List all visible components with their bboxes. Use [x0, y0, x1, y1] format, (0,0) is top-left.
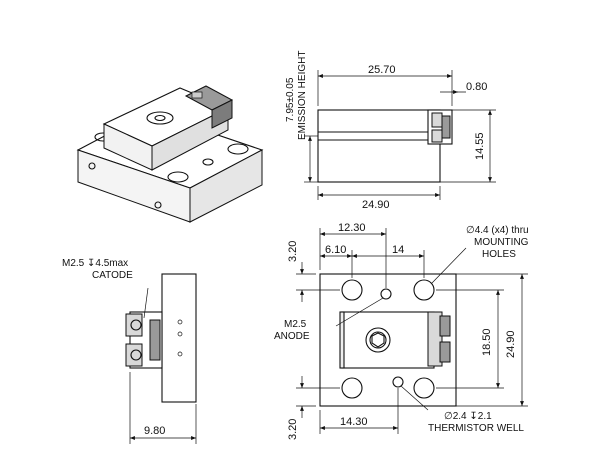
- height-side-label: 14.55: [474, 132, 486, 160]
- side-view: 25.70 0.80 14.55 24.90 7.95±0.05 EMISSIO…: [285, 51, 496, 211]
- mounting-holes-line2: MOUNTING: [474, 237, 529, 248]
- depth-total-label: 24.90: [505, 330, 517, 358]
- emission-height-value: 7.95±0.05: [285, 77, 296, 122]
- hole-x1-label: 12.30: [338, 222, 366, 234]
- edge-top-label: 3.20: [287, 241, 299, 262]
- anode-line2: ANODE: [274, 331, 310, 342]
- thermistor-line2: THERMISTOR WELL: [428, 423, 524, 434]
- width-bottom-label: 24.90: [362, 199, 390, 211]
- edge-bottom-label: 3.20: [287, 419, 299, 440]
- thermistor-x-label: 14.30: [340, 416, 368, 428]
- hole-x3-label: 14: [392, 244, 404, 256]
- width-top-label: 25.70: [368, 64, 396, 76]
- front-view: 9.80: [125, 273, 197, 444]
- mounting-holes-line3: HOLES: [482, 249, 516, 260]
- cathode-line1: M2.5 ↧4.5max: [62, 258, 128, 269]
- mounting-holes-line1: ∅4.4 (x4) thru: [466, 225, 529, 236]
- isometric-view: [76, 85, 264, 223]
- cathode-line2: CATODE: [92, 270, 133, 281]
- top-view: 12.30 6.10 14 3.20 18.50 24.90 3.20: [287, 222, 528, 440]
- side-width-label: 9.80: [144, 425, 165, 437]
- anode-line1: M2.5: [284, 319, 307, 330]
- emission-height-label: EMISSION HEIGHT: [297, 51, 308, 140]
- hole-x2-label: 6.10: [325, 244, 346, 256]
- thermistor-line1: ∅2.4 ↧2.1: [444, 411, 492, 422]
- depth-inner-label: 18.50: [481, 328, 493, 356]
- offset-right-label: 0.80: [466, 81, 487, 93]
